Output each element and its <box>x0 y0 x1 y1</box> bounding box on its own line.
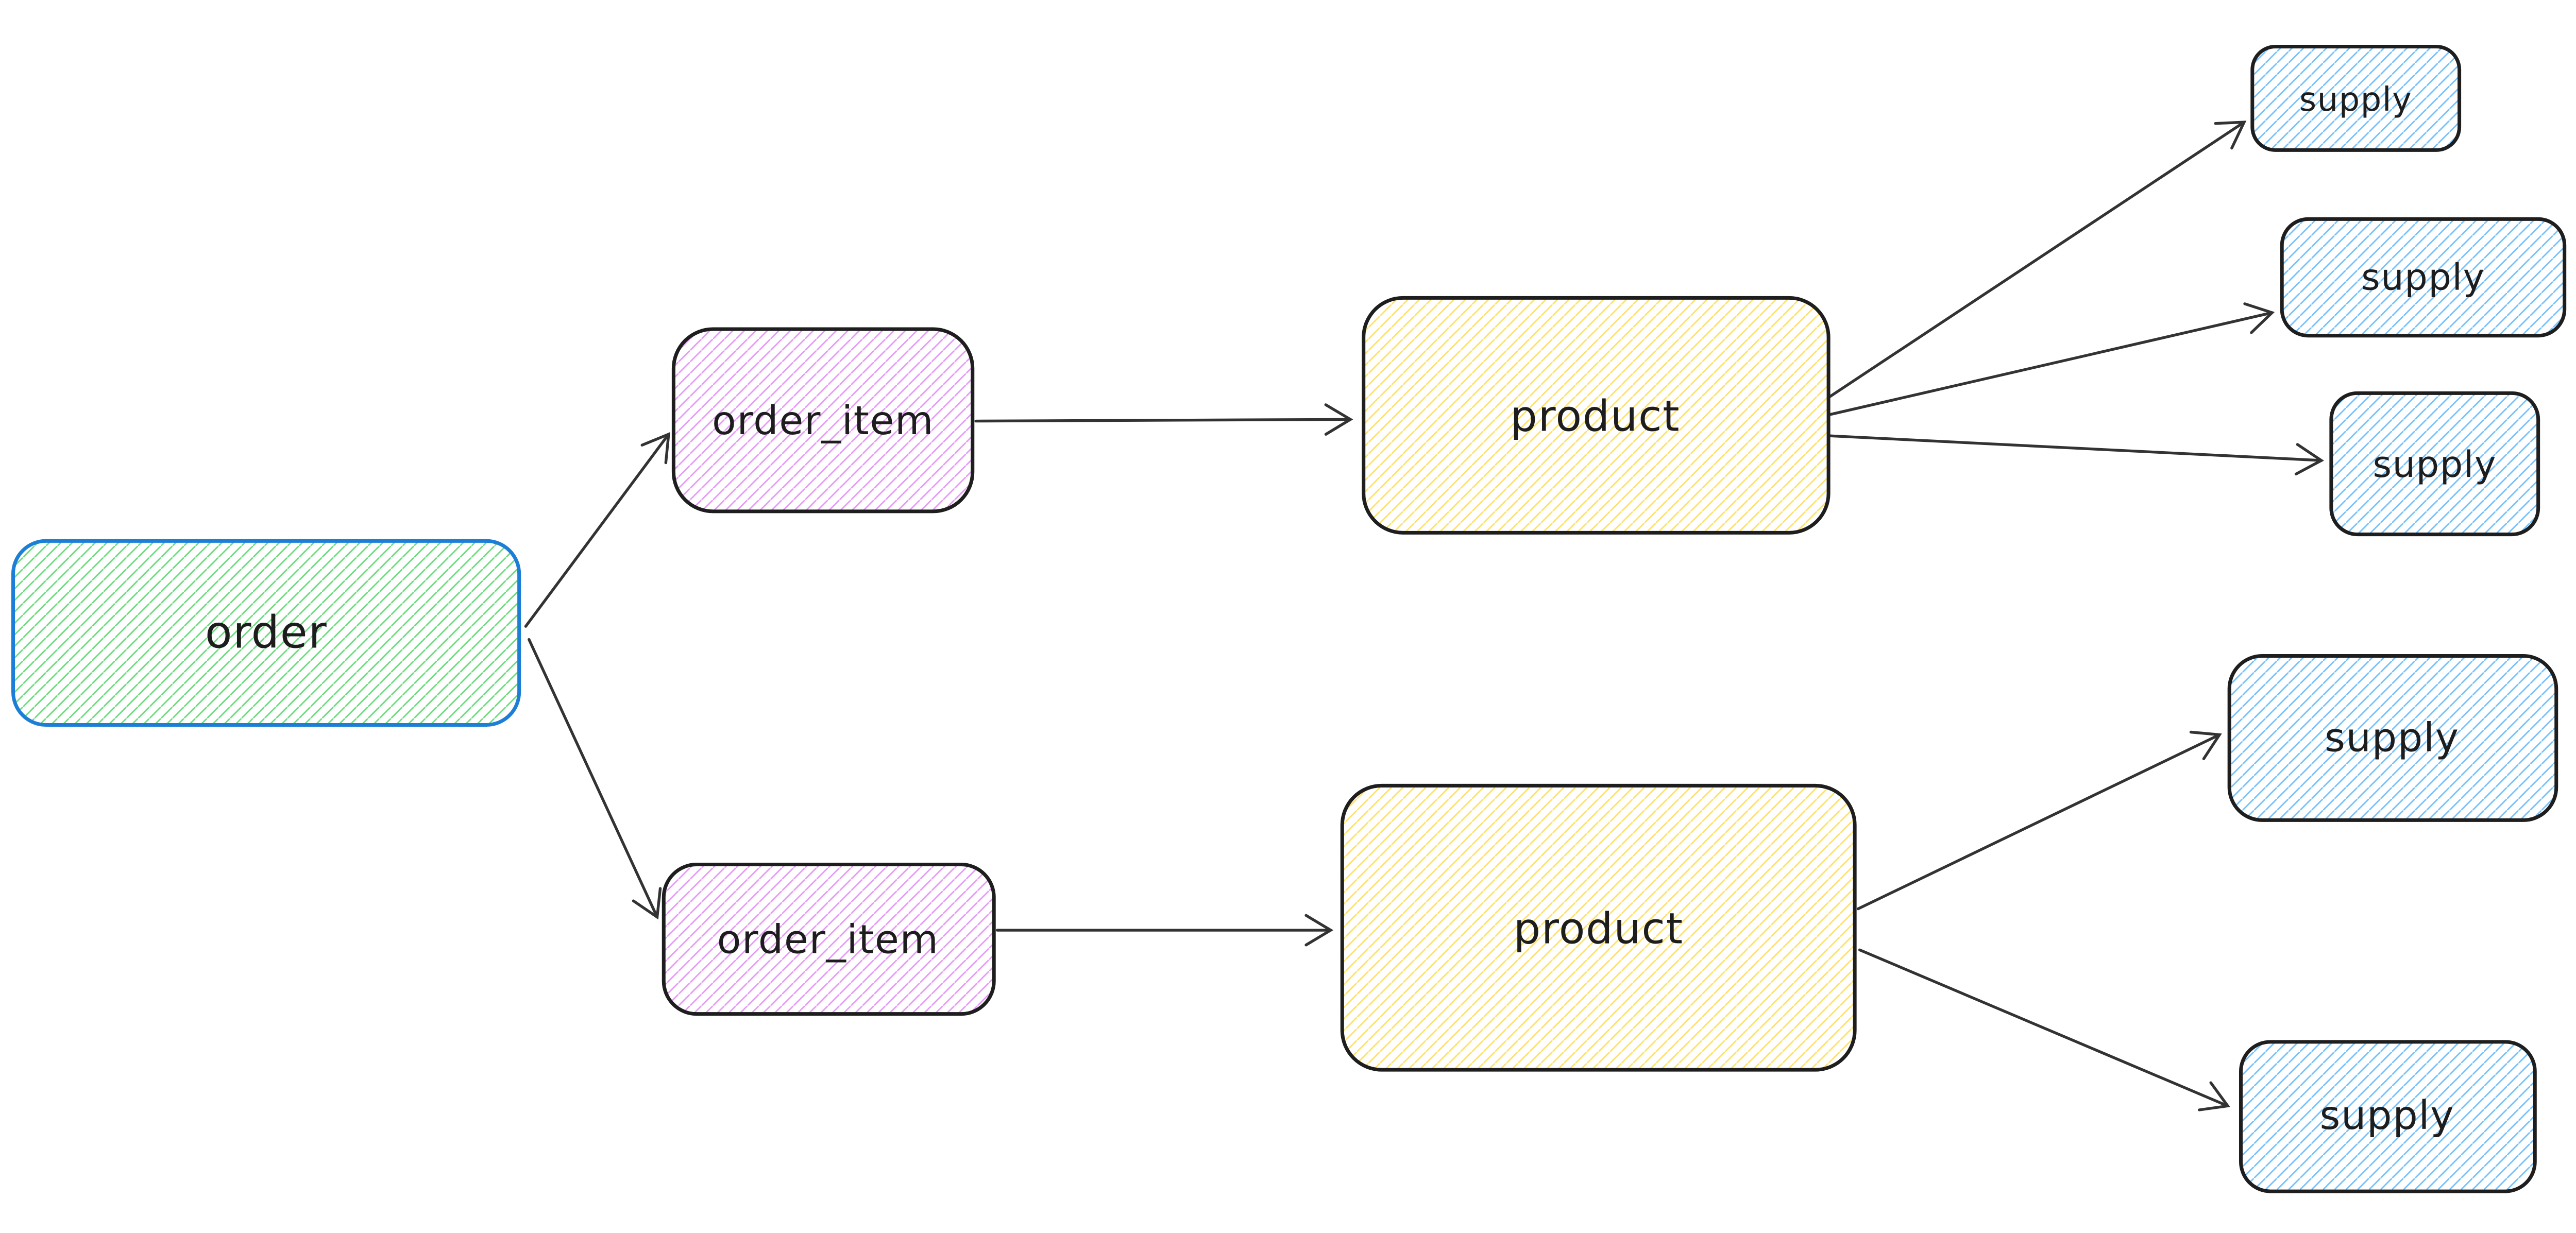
node-product-1[interactable]: product <box>1362 296 1831 535</box>
supply-1-box[interactable] <box>2250 44 2462 152</box>
order-item-2-box[interactable] <box>662 862 996 1016</box>
node-product-2[interactable]: product <box>1340 783 1857 1072</box>
node-supply-4[interactable]: supply <box>2227 654 2558 822</box>
node-supply-3[interactable]: supply <box>2329 391 2540 537</box>
edge-order-to-order-item-2[interactable] <box>528 638 662 920</box>
order-item-1-label: order_item <box>712 398 934 444</box>
node-order[interactable]: order <box>11 539 521 727</box>
edges-layer <box>524 121 2325 1111</box>
product-1-box[interactable] <box>1362 296 1831 535</box>
supply-2-box[interactable] <box>2280 217 2567 338</box>
product-1-label: product <box>1510 391 1680 441</box>
edge-product-1-to-supply-1[interactable] <box>1828 121 2247 398</box>
supply-3-label: supply <box>2372 443 2497 486</box>
nodes-layer: order order_item order_item product prod… <box>11 44 2567 1193</box>
order-label: order <box>205 607 328 659</box>
edge-product-2-to-supply-4[interactable] <box>1856 730 2222 911</box>
node-supply-2[interactable]: supply <box>2280 217 2567 338</box>
edge-product-1-to-supply-3[interactable] <box>1828 434 2325 476</box>
edge-order-item-1-to-product-1[interactable] <box>974 403 1353 436</box>
order-item-1-box[interactable] <box>671 327 975 513</box>
node-order-item-2[interactable]: order_item <box>662 862 996 1016</box>
supply-5-box[interactable] <box>2239 1040 2537 1193</box>
node-order-item-1[interactable]: order_item <box>671 327 975 513</box>
product-2-label: product <box>1514 904 1684 954</box>
order-item-2-label: order_item <box>717 917 939 963</box>
node-supply-5[interactable]: supply <box>2239 1040 2537 1193</box>
edge-order-to-order-item-1[interactable] <box>524 432 670 628</box>
supply-5-label: supply <box>2319 1093 2454 1139</box>
edge-product-2-to-supply-5[interactable] <box>1858 948 2230 1111</box>
supply-2-label: supply <box>2361 256 2485 298</box>
order-box[interactable] <box>11 539 521 727</box>
product-2-box[interactable] <box>1340 783 1857 1072</box>
supply-3-box[interactable] <box>2329 391 2540 537</box>
node-supply-1[interactable]: supply <box>2250 44 2462 152</box>
supply-4-box[interactable] <box>2227 654 2558 822</box>
supply-4-label: supply <box>2325 715 2460 761</box>
edge-product-1-to-supply-2[interactable] <box>1828 302 2275 416</box>
supply-1-label: supply <box>2299 81 2413 119</box>
